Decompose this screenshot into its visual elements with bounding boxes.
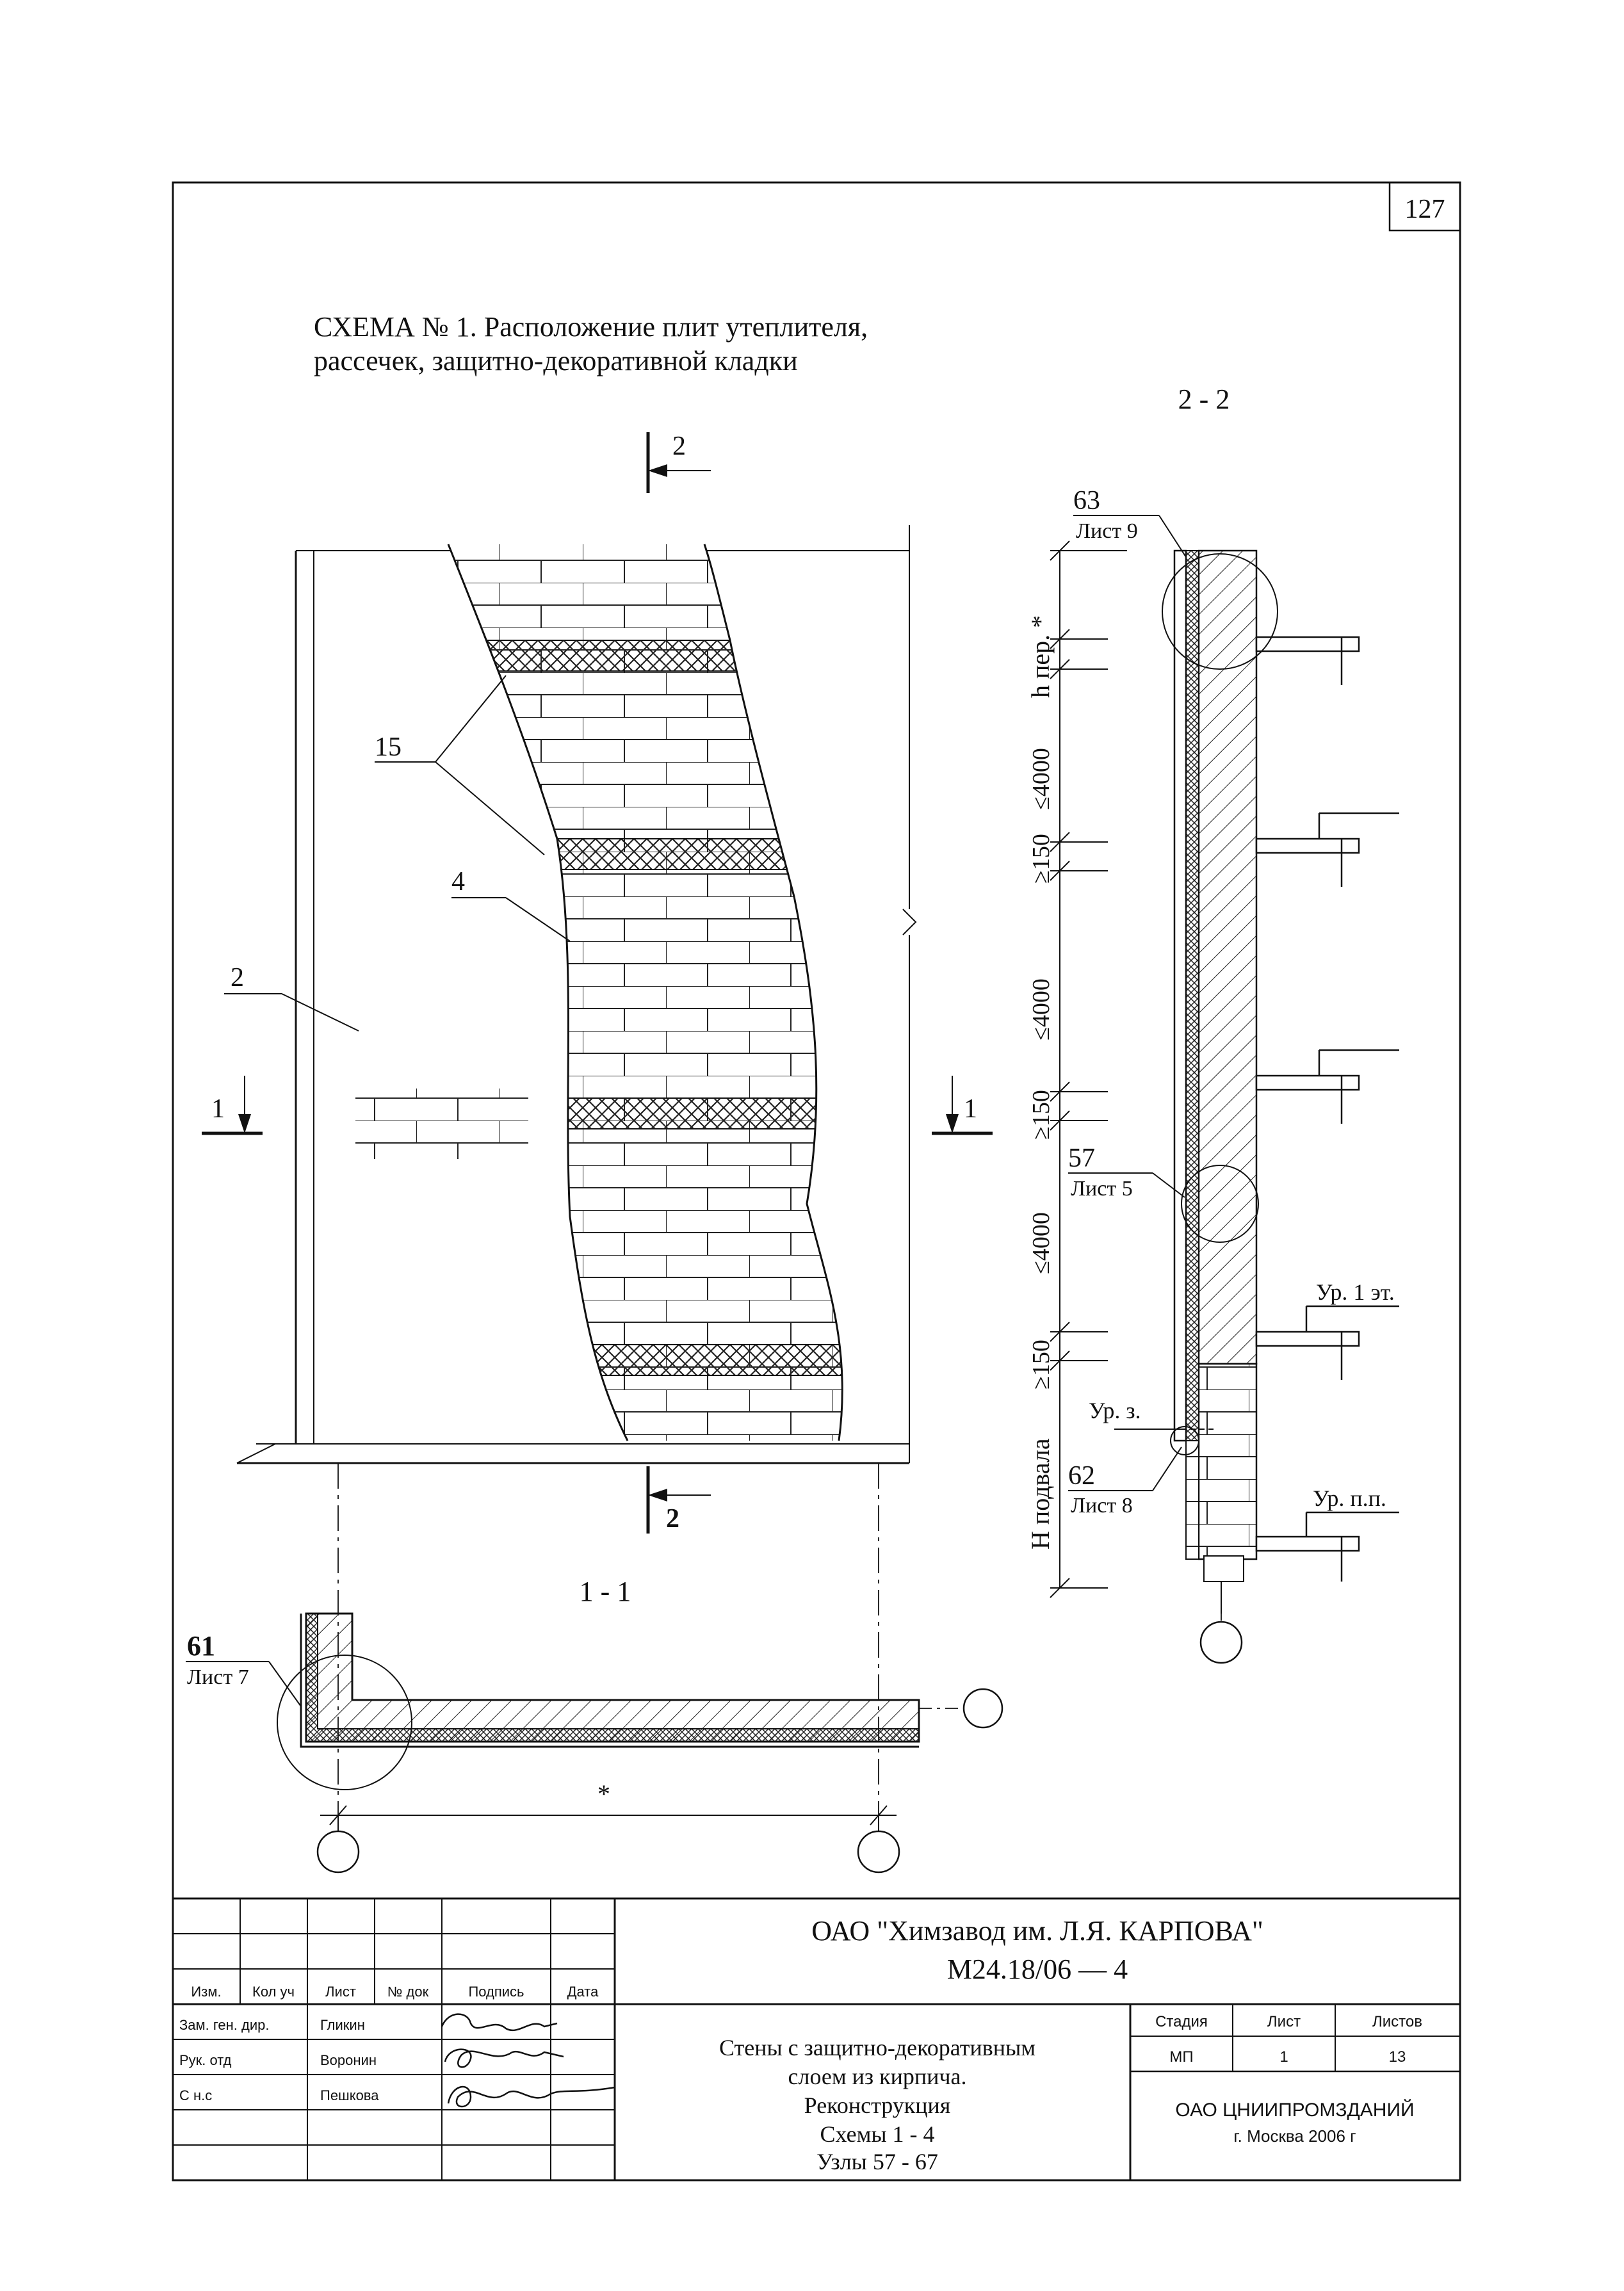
organization-name: ОАО "Химзавод им. Л.Я. КАРПОВА"	[811, 1915, 1263, 1947]
description-line1: Стены с защитно-декоративным	[719, 2035, 1035, 2060]
section-1-1: 1 - 1 * 61 Лист 7	[186, 1576, 1003, 1874]
dim-h-floor: h пер. *	[1026, 615, 1055, 698]
callout-2: 2	[231, 963, 244, 992]
callout-4: 4	[451, 867, 465, 896]
signatures	[441, 2013, 615, 2108]
level-floor: Ур. п.п.	[1313, 1486, 1386, 1511]
section-1-1-title: 1 - 1	[580, 1576, 631, 1607]
callout-57: 57	[1068, 1144, 1095, 1173]
drawing-title-line1: СХЕМА № 1. Расположение плит утеплителя,	[314, 311, 868, 343]
sheet-header: Лист	[1267, 2013, 1301, 2030]
name-2: Пешкова	[320, 2087, 379, 2103]
city-year: г. Москва 2006 г	[1233, 2126, 1356, 2146]
callout-61: 61	[187, 1630, 215, 1662]
name-1: Воронин	[320, 2052, 377, 2068]
name-0: Гликин	[320, 2017, 365, 2033]
cut-1-left-label: 1	[211, 1094, 225, 1124]
callout-15: 15	[375, 733, 402, 762]
header-n-dok: № док	[387, 1984, 429, 2000]
stage-header: Стадия	[1155, 2013, 1208, 2030]
dim-max4000-c: ≤4000	[1028, 1212, 1055, 1274]
sheets-header: Листов	[1372, 2013, 1422, 2030]
cut-2-bottom-label: 2	[666, 1504, 679, 1534]
stage-value: МП	[1169, 2048, 1193, 2066]
page-number: 127	[1405, 195, 1445, 224]
level-ground: Ур. з.	[1089, 1398, 1141, 1423]
role-2: С н.с	[179, 2087, 212, 2103]
section-2-2-title: 2 - 2	[1178, 384, 1230, 415]
document-code: М24.18/06 — 4	[947, 1954, 1128, 1985]
section-2-2: 2 - 2	[1026, 384, 1399, 1664]
callout-63: 63	[1073, 486, 1100, 515]
callout-62-sheet: Лист 8	[1071, 1494, 1133, 1518]
header-signature: Подпись	[468, 1984, 524, 2000]
description-line2: слоем из кирпича.	[788, 2064, 967, 2089]
callout-61-sheet: Лист 7	[187, 1665, 249, 1689]
header-list: Лист	[325, 1984, 356, 2000]
dim-h-basement: H подвала	[1026, 1438, 1055, 1550]
header-date: Дата	[567, 1984, 599, 2000]
sheet-frame	[172, 181, 1461, 2182]
header-kol-uch: Кол уч	[252, 1984, 295, 2000]
callout-63-sheet: Лист 9	[1076, 519, 1138, 543]
description-line4: Схемы 1 - 4	[820, 2121, 934, 2147]
description-line5: Узлы 57 - 67	[816, 2149, 938, 2174]
sheets-value: 13	[1389, 2048, 1406, 2066]
description-line3: Реконструкция	[804, 2093, 951, 2118]
cut-1-right-label: 1	[964, 1094, 977, 1124]
wall-elevation: 2 2 1 1 15 4 2	[202, 432, 993, 1534]
header-izm: Изм.	[191, 1984, 221, 2000]
dim-max4000-b: ≤4000	[1028, 978, 1055, 1040]
callout-57-sheet: Лист 5	[1071, 1177, 1133, 1201]
dim-min150-b: ≥150	[1028, 1090, 1055, 1140]
page-number-box	[1388, 181, 1461, 232]
cut-2-top-label: 2	[672, 432, 686, 461]
callout-62: 62	[1068, 1461, 1095, 1491]
dim-star-1-1: *	[597, 1779, 610, 1808]
title-block: Изм. Кол уч Лист № док Подпись Дата Зам.…	[173, 1897, 1460, 2180]
dim-max4000-a: ≤4000	[1028, 748, 1055, 810]
role-0: Зам. ген. дир.	[179, 2017, 270, 2033]
dim-min150-a: ≥150	[1028, 834, 1055, 884]
institute-name: ОАО ЦНИИПРОМЗДАНИЙ	[1175, 2099, 1414, 2121]
level-first-floor: Ур. 1 эт.	[1316, 1279, 1395, 1305]
dim-min150-c: ≥150	[1028, 1340, 1055, 1389]
sheet-value: 1	[1279, 2048, 1288, 2066]
role-1: Рук. отд	[179, 2052, 232, 2068]
drawing-title-line2: рассечек, защитно-декоративной кладки	[314, 345, 798, 376]
